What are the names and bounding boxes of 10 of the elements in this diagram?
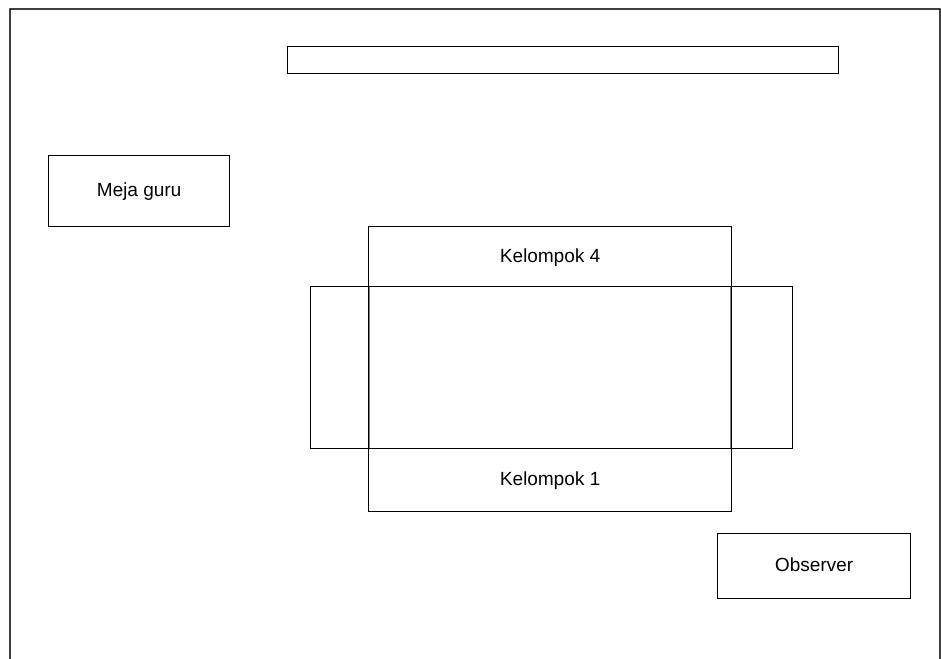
label-text: Kelompok 4	[500, 246, 600, 268]
label-text: Kelompok 1	[500, 469, 600, 491]
table-box	[368, 226, 732, 287]
label-text: Meja guru	[96, 180, 182, 202]
teacher-desk	[48, 155, 230, 227]
label-text: Observer	[774, 555, 854, 577]
table-box	[310, 286, 793, 449]
table-box	[717, 533, 911, 599]
table-box	[368, 448, 732, 512]
whiteboard	[287, 46, 839, 74]
